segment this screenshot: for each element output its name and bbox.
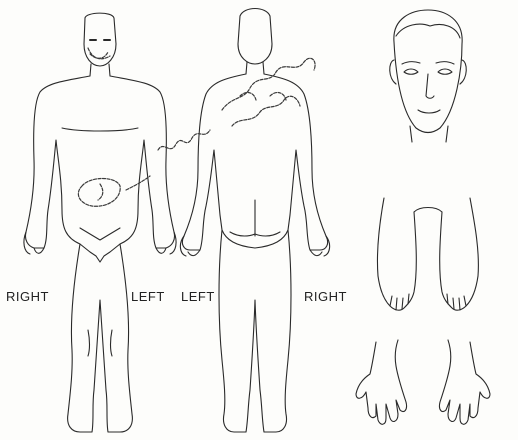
back-left-side-label: LEFT (181, 289, 215, 304)
front-right-side-label: RIGHT (6, 289, 49, 304)
back-right-side-label: RIGHT (304, 289, 347, 304)
front-left-side-label: LEFT (131, 289, 165, 304)
